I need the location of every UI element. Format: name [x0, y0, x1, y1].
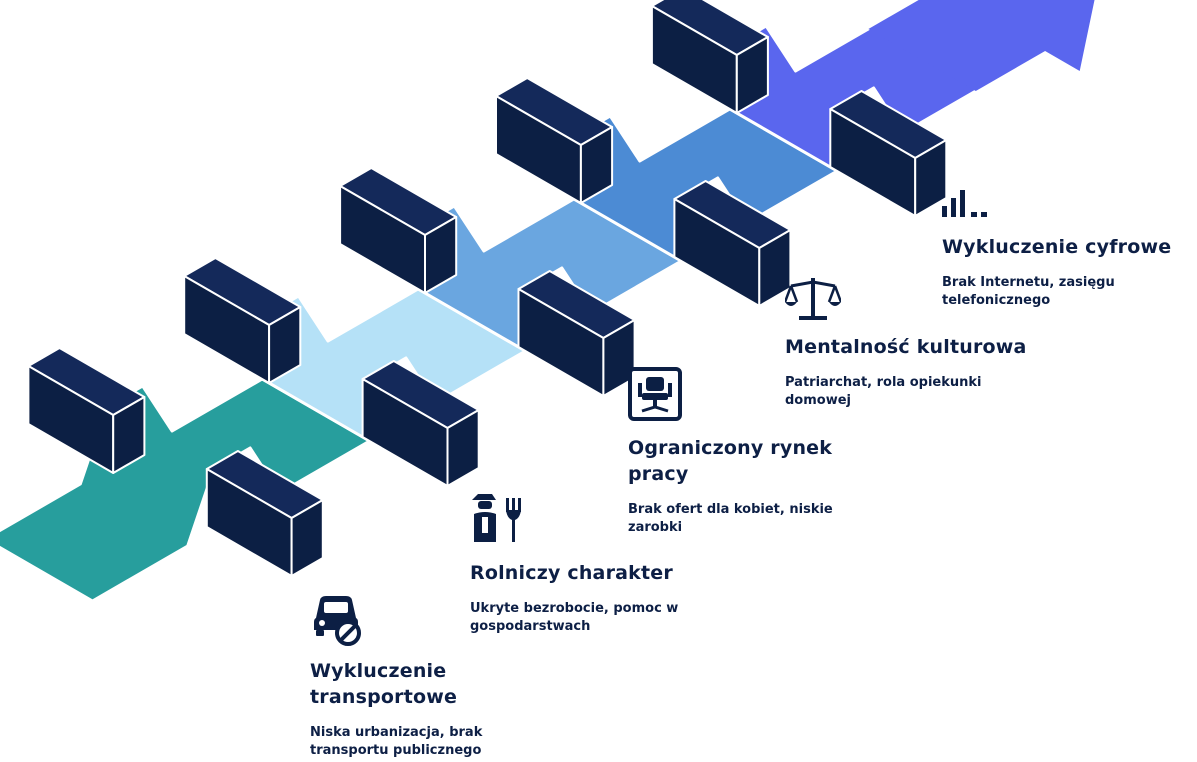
barrier-block — [183, 257, 302, 384]
weak-signal-icon — [942, 190, 987, 217]
scales-icon — [785, 278, 841, 320]
step-agriculture: Rolniczy charakter Ukryte bezrobocie, po… — [470, 490, 730, 636]
barrier-block — [495, 77, 614, 204]
step-description: Patriarchat, rola opiekunki domowej — [785, 375, 982, 408]
barrier-block — [673, 180, 792, 307]
step-description: Brak ofert dla kobiet, niskie zarobki — [628, 502, 833, 535]
barrier-block — [361, 360, 480, 487]
barrier-block — [517, 270, 636, 397]
barrier-layer — [27, 0, 948, 577]
step-description: Ukryte bezrobocie, pomoc w gospodarstwac… — [470, 601, 679, 634]
step-labor-market: Ograniczony rynek pracy Brak ofert dla k… — [628, 367, 868, 537]
barrier-block — [27, 347, 146, 474]
barrier-block — [650, 0, 769, 114]
step-title: Mentalność kulturowa — [785, 336, 1027, 358]
step-title: Rolniczy charakter — [470, 562, 673, 584]
step-digital: Wykluczenie cyfrowe Brak Internetu, zasi… — [942, 186, 1192, 310]
office-chair-icon — [628, 367, 682, 421]
car-no-icon — [314, 596, 361, 646]
step-title: Wykluczenie transportowe — [310, 660, 458, 708]
step-description: Brak Internetu, zasięgu telefonicznego — [942, 275, 1115, 308]
pathway-arrow-head — [868, 0, 1095, 91]
step-title: Wykluczenie cyfrowe — [942, 236, 1172, 258]
barrier-block — [205, 450, 324, 577]
step-culture: Mentalność kulturowa Patriarchat, rola o… — [785, 276, 1045, 410]
step-transport: Wykluczenie transportowe Niska urbanizac… — [310, 588, 540, 760]
barrier-block — [829, 90, 948, 217]
barrier-block — [339, 167, 458, 294]
step-description: Niska urbanizacja, brak transportu publi… — [310, 725, 483, 758]
farmer-fork-icon — [472, 494, 521, 542]
step-title: Ograniczony rynek pracy — [628, 437, 833, 485]
